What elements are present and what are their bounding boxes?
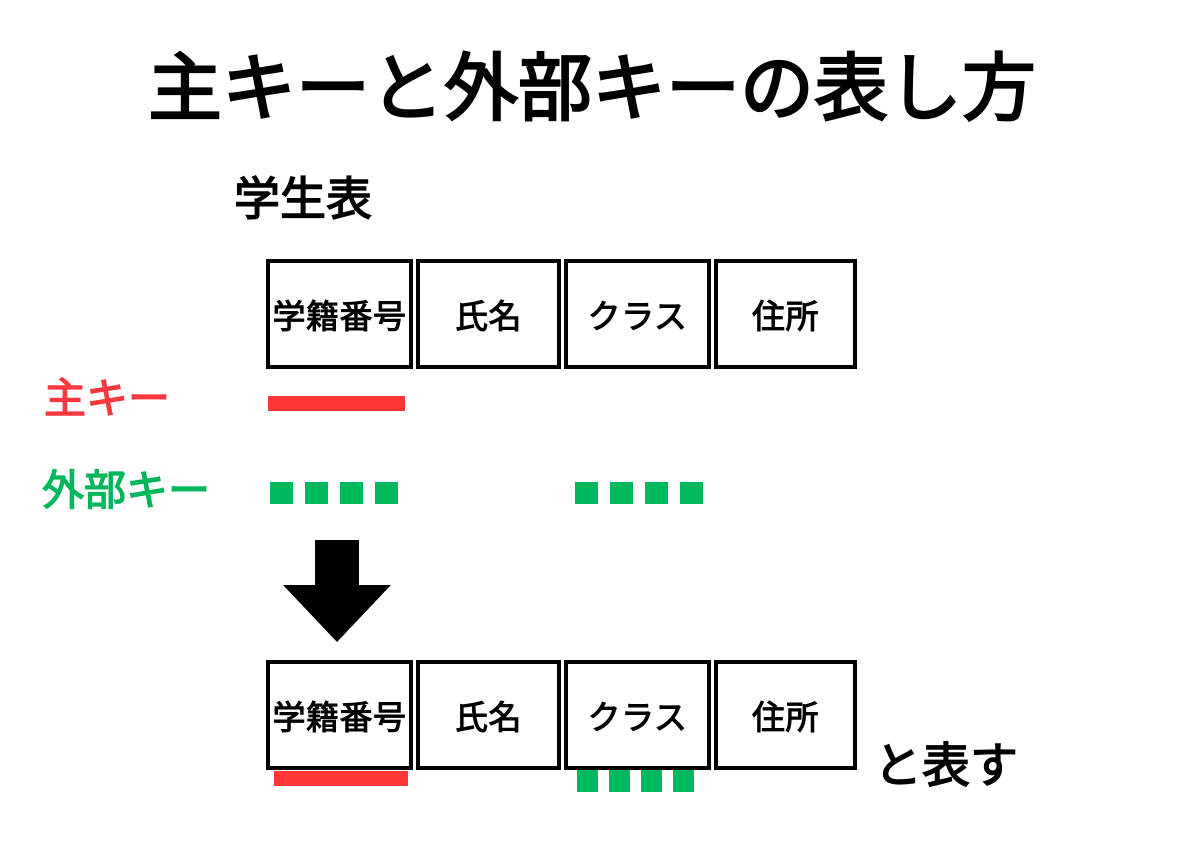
dash-segment — [375, 482, 398, 504]
dash-segment — [680, 482, 703, 504]
bottom-table-cell-student-id: 学籍番号 — [266, 660, 413, 770]
foreign-key-marker-under-class-bottom — [577, 770, 694, 792]
bottom-table-cell-name: 氏名 — [416, 660, 561, 770]
legend-label-primary-key: 主キー — [44, 374, 171, 423]
dash-segment — [305, 482, 328, 504]
top-table-cell-name: 氏名 — [416, 259, 561, 369]
bottom-table-cell-class: クラス — [564, 660, 711, 770]
trailing-note: と表す — [874, 738, 1019, 794]
legend-marker-foreign-key-dashed-bar — [270, 482, 398, 504]
dash-segment — [577, 770, 598, 792]
dash-segment — [645, 482, 668, 504]
dash-segment — [673, 770, 694, 792]
page-title: 主キーと外部キーの表し方 — [148, 46, 1036, 132]
dash-segment — [575, 482, 598, 504]
dash-segment — [641, 770, 662, 792]
primary-key-marker-under-student-id — [274, 771, 408, 786]
bottom-table-cell-address: 住所 — [714, 660, 857, 770]
top-table-caption: 学生表 — [234, 172, 372, 226]
dash-segment — [340, 482, 363, 504]
dash-segment — [270, 482, 293, 504]
foreign-key-marker-under-class-top — [575, 482, 703, 504]
dash-segment — [609, 770, 630, 792]
dash-segment — [610, 482, 633, 504]
top-table-cell-address: 住所 — [714, 259, 857, 369]
legend-marker-primary-key-solid-bar — [268, 396, 405, 411]
top-table-cell-class: クラス — [564, 259, 711, 369]
bottom-table: 学籍番号 氏名 クラス 住所 — [266, 660, 857, 770]
legend-label-foreign-key: 外部キー — [42, 466, 211, 515]
top-table-cell-student-id: 学籍番号 — [266, 259, 413, 369]
top-table: 学籍番号 氏名 クラス 住所 — [266, 259, 857, 369]
arrow-down-icon — [283, 540, 391, 642]
